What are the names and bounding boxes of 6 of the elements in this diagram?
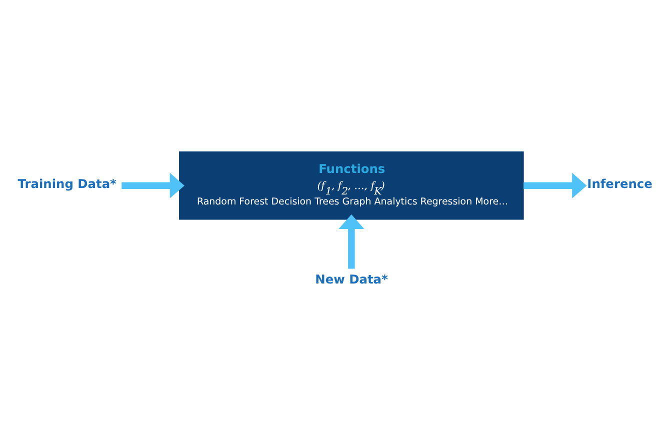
arrow bbox=[122, 172, 184, 198]
node-text: Training Data* bbox=[18, 176, 116, 191]
node-text: Inference bbox=[587, 176, 652, 191]
arrow bbox=[524, 172, 587, 198]
arrow bbox=[338, 214, 364, 269]
node-text: New Data* bbox=[315, 272, 388, 286]
